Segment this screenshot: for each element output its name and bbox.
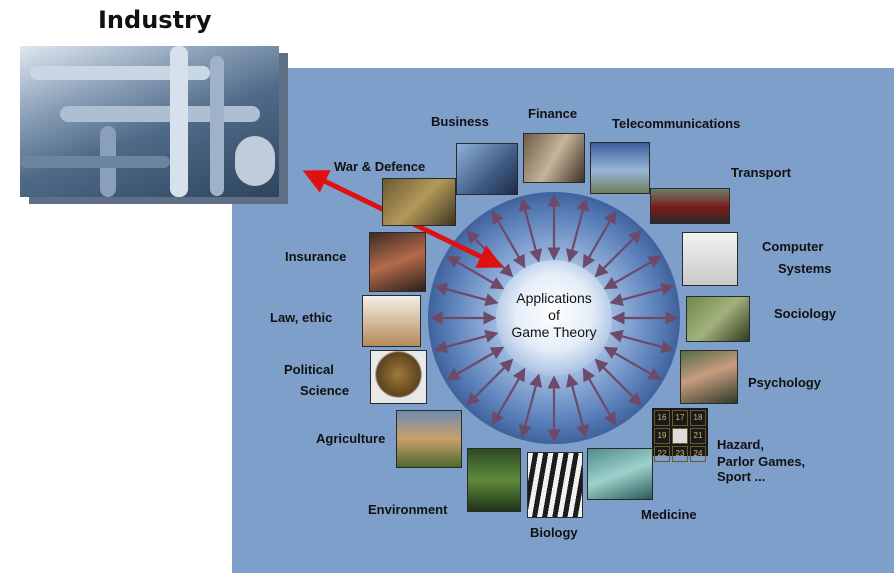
label-sport: Sport ... bbox=[717, 469, 766, 484]
spoke-arrow bbox=[433, 282, 499, 307]
label-psychology: Psychology bbox=[748, 375, 821, 390]
grid-cell: 18 bbox=[690, 410, 706, 426]
hazard-photo: 16 17 18 19 21 22 23 24 bbox=[652, 408, 708, 462]
center-line-2: of bbox=[548, 307, 560, 323]
label-sociology: Sociology bbox=[774, 306, 837, 321]
war-photo bbox=[382, 178, 456, 226]
spoke-arrow bbox=[518, 373, 543, 439]
industry-photo bbox=[20, 46, 279, 197]
label-hazard: Hazard, bbox=[717, 437, 764, 452]
label-insurance: Insurance bbox=[285, 249, 347, 264]
medicine-photo bbox=[587, 448, 653, 500]
label-parlor-games: Parlor Games, bbox=[717, 454, 806, 469]
center-line-3: Game Theory bbox=[511, 324, 597, 340]
grid-cell: 19 bbox=[654, 428, 670, 444]
label-environment: Environment bbox=[368, 502, 448, 517]
inner-circle bbox=[496, 260, 612, 376]
label-war-defence: War & Defence bbox=[334, 159, 426, 174]
spoke-arrow bbox=[609, 329, 675, 354]
label-science: Science bbox=[300, 383, 350, 398]
psychology-photo bbox=[680, 350, 738, 404]
grid-cell: 21 bbox=[690, 428, 706, 444]
label-finance: Finance bbox=[528, 106, 578, 121]
label-transport: Transport bbox=[731, 165, 791, 180]
center-title: Applications of Game Theory bbox=[490, 290, 618, 341]
finance-photo bbox=[523, 133, 585, 183]
label-biology: Biology bbox=[530, 525, 578, 540]
label-political: Political bbox=[284, 362, 334, 377]
label-business: Business bbox=[431, 114, 489, 129]
label-computer: Computer bbox=[762, 239, 824, 254]
spoke-arrow bbox=[518, 197, 543, 263]
label-agriculture: Agriculture bbox=[316, 431, 386, 446]
agriculture-photo bbox=[396, 410, 462, 468]
grid-cell bbox=[672, 428, 688, 444]
biology-photo bbox=[527, 452, 583, 518]
telecom-photo bbox=[590, 142, 650, 194]
label-law-ethic: Law, ethic bbox=[270, 310, 333, 325]
spoke-arrow bbox=[565, 197, 590, 263]
grid-cell: 17 bbox=[672, 410, 688, 426]
environment-photo bbox=[467, 448, 521, 512]
spoke-arrow bbox=[446, 346, 505, 381]
label-telecommunications: Telecommunications bbox=[612, 116, 741, 131]
transport-photo bbox=[650, 188, 730, 224]
business-photo bbox=[456, 143, 518, 195]
insurance-photo bbox=[369, 232, 426, 292]
spoke-arrow bbox=[609, 282, 675, 307]
industry-heading: Industry bbox=[98, 6, 212, 34]
center-line-1: Applications bbox=[516, 290, 592, 306]
spoke-arrow bbox=[582, 367, 617, 426]
grid-cell: 24 bbox=[690, 446, 706, 462]
label-medicine: Medicine bbox=[641, 507, 697, 522]
grid-cell: 23 bbox=[672, 446, 688, 462]
grid-cell: 22 bbox=[654, 446, 670, 462]
law-photo bbox=[362, 295, 421, 347]
computer-photo bbox=[682, 232, 738, 286]
political-science-photo bbox=[370, 350, 427, 404]
label-systems: Systems bbox=[778, 261, 832, 276]
spoke-arrow bbox=[565, 373, 590, 439]
grid-cell: 16 bbox=[654, 410, 670, 426]
spoke-arrow bbox=[603, 255, 662, 290]
spoke-arrow bbox=[433, 329, 499, 354]
sociology-photo bbox=[686, 296, 750, 342]
